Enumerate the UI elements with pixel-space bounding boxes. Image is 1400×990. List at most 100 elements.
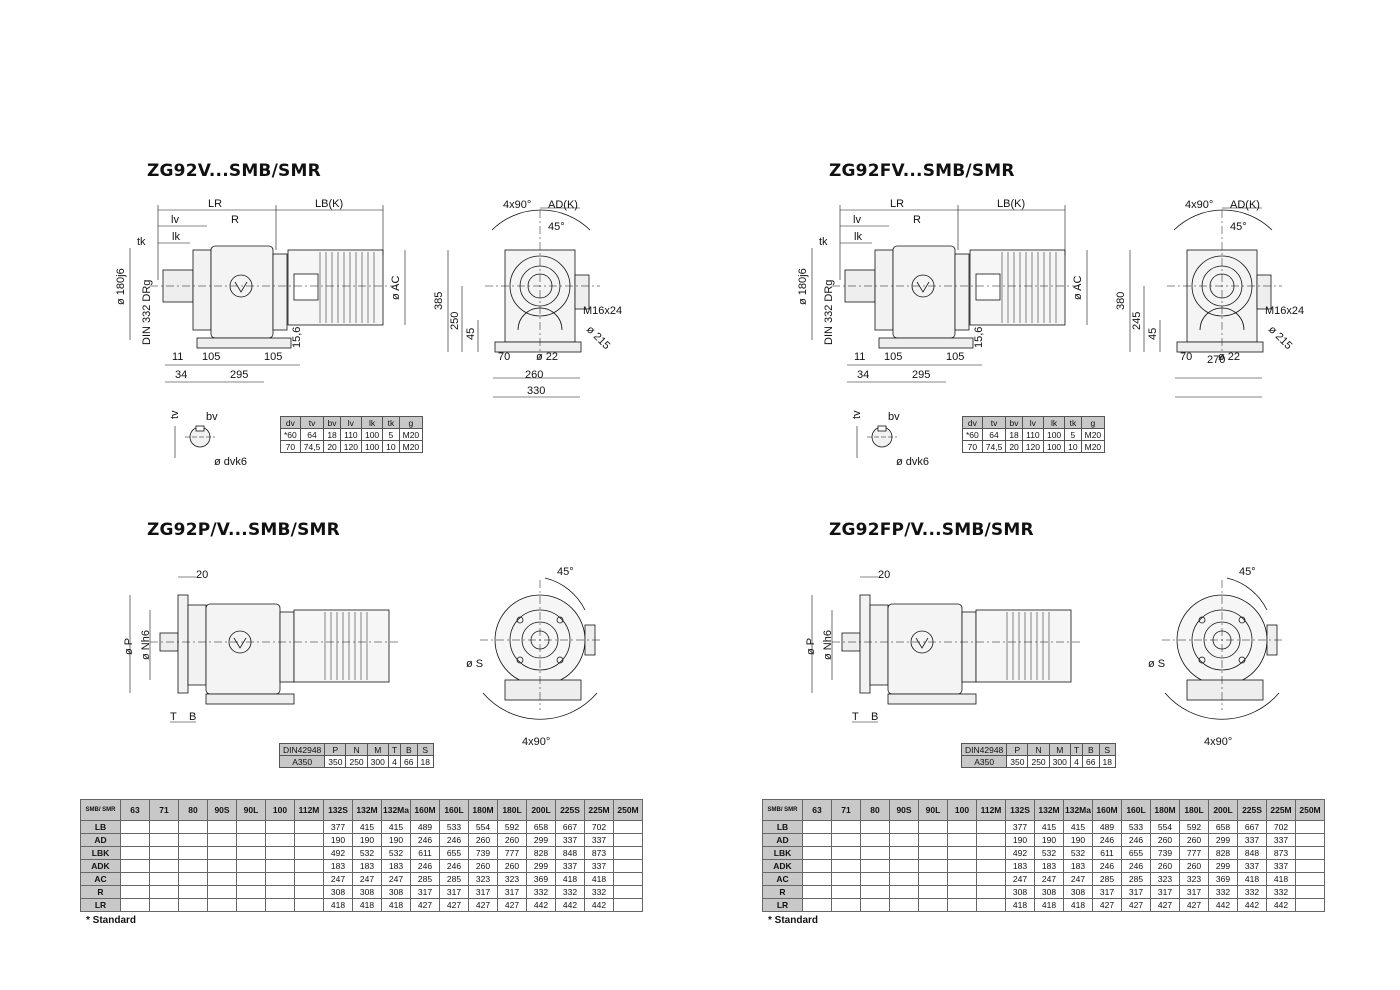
dimension-label: ø 180j6 [797, 268, 809, 305]
dimension-label: 245 [1131, 312, 1143, 330]
column-header: 225M [1266, 799, 1296, 821]
dimension-label: lv [171, 214, 179, 226]
standard-note: * Standard [86, 915, 137, 926]
front-view-foot [1167, 209, 1282, 360]
dimension-label: 250 [449, 312, 461, 330]
dimension-label: lk [854, 231, 862, 243]
column-header: 80 [860, 799, 890, 821]
dimension-label: 45 [465, 328, 477, 340]
dimension-label: 4x90° [1204, 736, 1232, 748]
column-header: 100 [947, 799, 977, 821]
dimension-label: 11 [854, 351, 865, 363]
dimension-label: DIN 332 DRg [141, 280, 153, 345]
column-header: 132M [352, 799, 382, 821]
column-header: 180L [1179, 799, 1209, 821]
dimension-label: 45° [1230, 221, 1247, 233]
shaft-key-section [174, 425, 215, 458]
dimension-label: ø 22 [1218, 351, 1240, 363]
dimension-label: ø Nh6 [822, 630, 834, 660]
column-header: 80 [178, 799, 208, 821]
dimension-label: DIN 332 DRg [823, 280, 835, 345]
dimension-label: ø dvk6 [214, 456, 247, 468]
dimension-label: 295 [230, 369, 248, 381]
column-header: 63 [802, 799, 832, 821]
dimension-label: 4x90° [522, 736, 550, 748]
dimension-label: ø S [466, 658, 483, 670]
dimension-label: tv [851, 410, 863, 419]
dimension-label: B [871, 711, 878, 723]
model-title-flange: ZG92P/V...SMB/SMR [147, 520, 340, 540]
column-header: 132Ma [1063, 799, 1093, 821]
column-header: 160L [1121, 799, 1151, 821]
column-header: 180M [1150, 799, 1180, 821]
dimension-label: bv [888, 411, 900, 423]
column-header: 112M [976, 799, 1006, 821]
dimension-label: ø 215 [584, 324, 612, 352]
dimension-label: B [189, 711, 196, 723]
dimension-label: 4x90° [503, 199, 531, 211]
column-header: 90S [889, 799, 919, 821]
front-view-flange [480, 577, 600, 720]
column-header: 90S [207, 799, 237, 821]
column-header: 63 [120, 799, 150, 821]
dimension-label: R [913, 214, 921, 226]
dimension-label: 45° [557, 566, 574, 578]
dimension-label: ø S [1148, 658, 1165, 670]
dimension-label: ø P [123, 638, 135, 655]
dimension-label: R [231, 214, 239, 226]
dimension-label: bv [206, 411, 218, 423]
dimension-label: AD(K) [1230, 199, 1260, 211]
dimension-label: 4x90° [1185, 199, 1213, 211]
dimension-label: M16x24 [1265, 305, 1304, 317]
dimension-label: 330 [527, 385, 545, 397]
column-header: 160L [439, 799, 469, 821]
standard-note: * Standard [768, 915, 819, 926]
column-header: 132S [323, 799, 353, 821]
side-view-flange [811, 576, 1082, 723]
dimension-label: 15,6 [973, 327, 985, 348]
column-header: 180L [497, 799, 527, 821]
dimension-label: ø P [805, 638, 817, 655]
column-header: 100 [265, 799, 295, 821]
dimension-label: 34 [857, 369, 869, 381]
model-title-foot: ZG92V...SMB/SMR [147, 161, 321, 181]
side-view-foot [150, 245, 400, 349]
model-title-flange: ZG92FP/V...SMB/SMR [829, 520, 1034, 540]
dimension-label: 20 [196, 569, 208, 581]
column-header: 112M [294, 799, 324, 821]
model-title-foot: ZG92FV...SMB/SMR [829, 161, 1015, 181]
dimension-label: tk [137, 236, 146, 248]
dimension-label: 270 [1207, 354, 1225, 366]
dimension-label: M16x24 [583, 305, 622, 317]
dimension-label: 11 [172, 351, 183, 363]
dimension-label: 105 [202, 351, 220, 363]
dimension-label: lv [853, 214, 861, 226]
column-header: 200L [1208, 799, 1238, 821]
column-header: 225S [555, 799, 585, 821]
technical-drawing: LR lv lk tk R LB(K) ø 180j6 DIN 332 DRg … [797, 198, 1304, 748]
dimension-label: T [170, 711, 177, 723]
dimension-label: 15,6 [291, 327, 303, 348]
column-header: 90L [918, 799, 948, 821]
dimension-label: ø 22 [536, 351, 558, 363]
dimension-label: ø dvk6 [896, 456, 929, 468]
